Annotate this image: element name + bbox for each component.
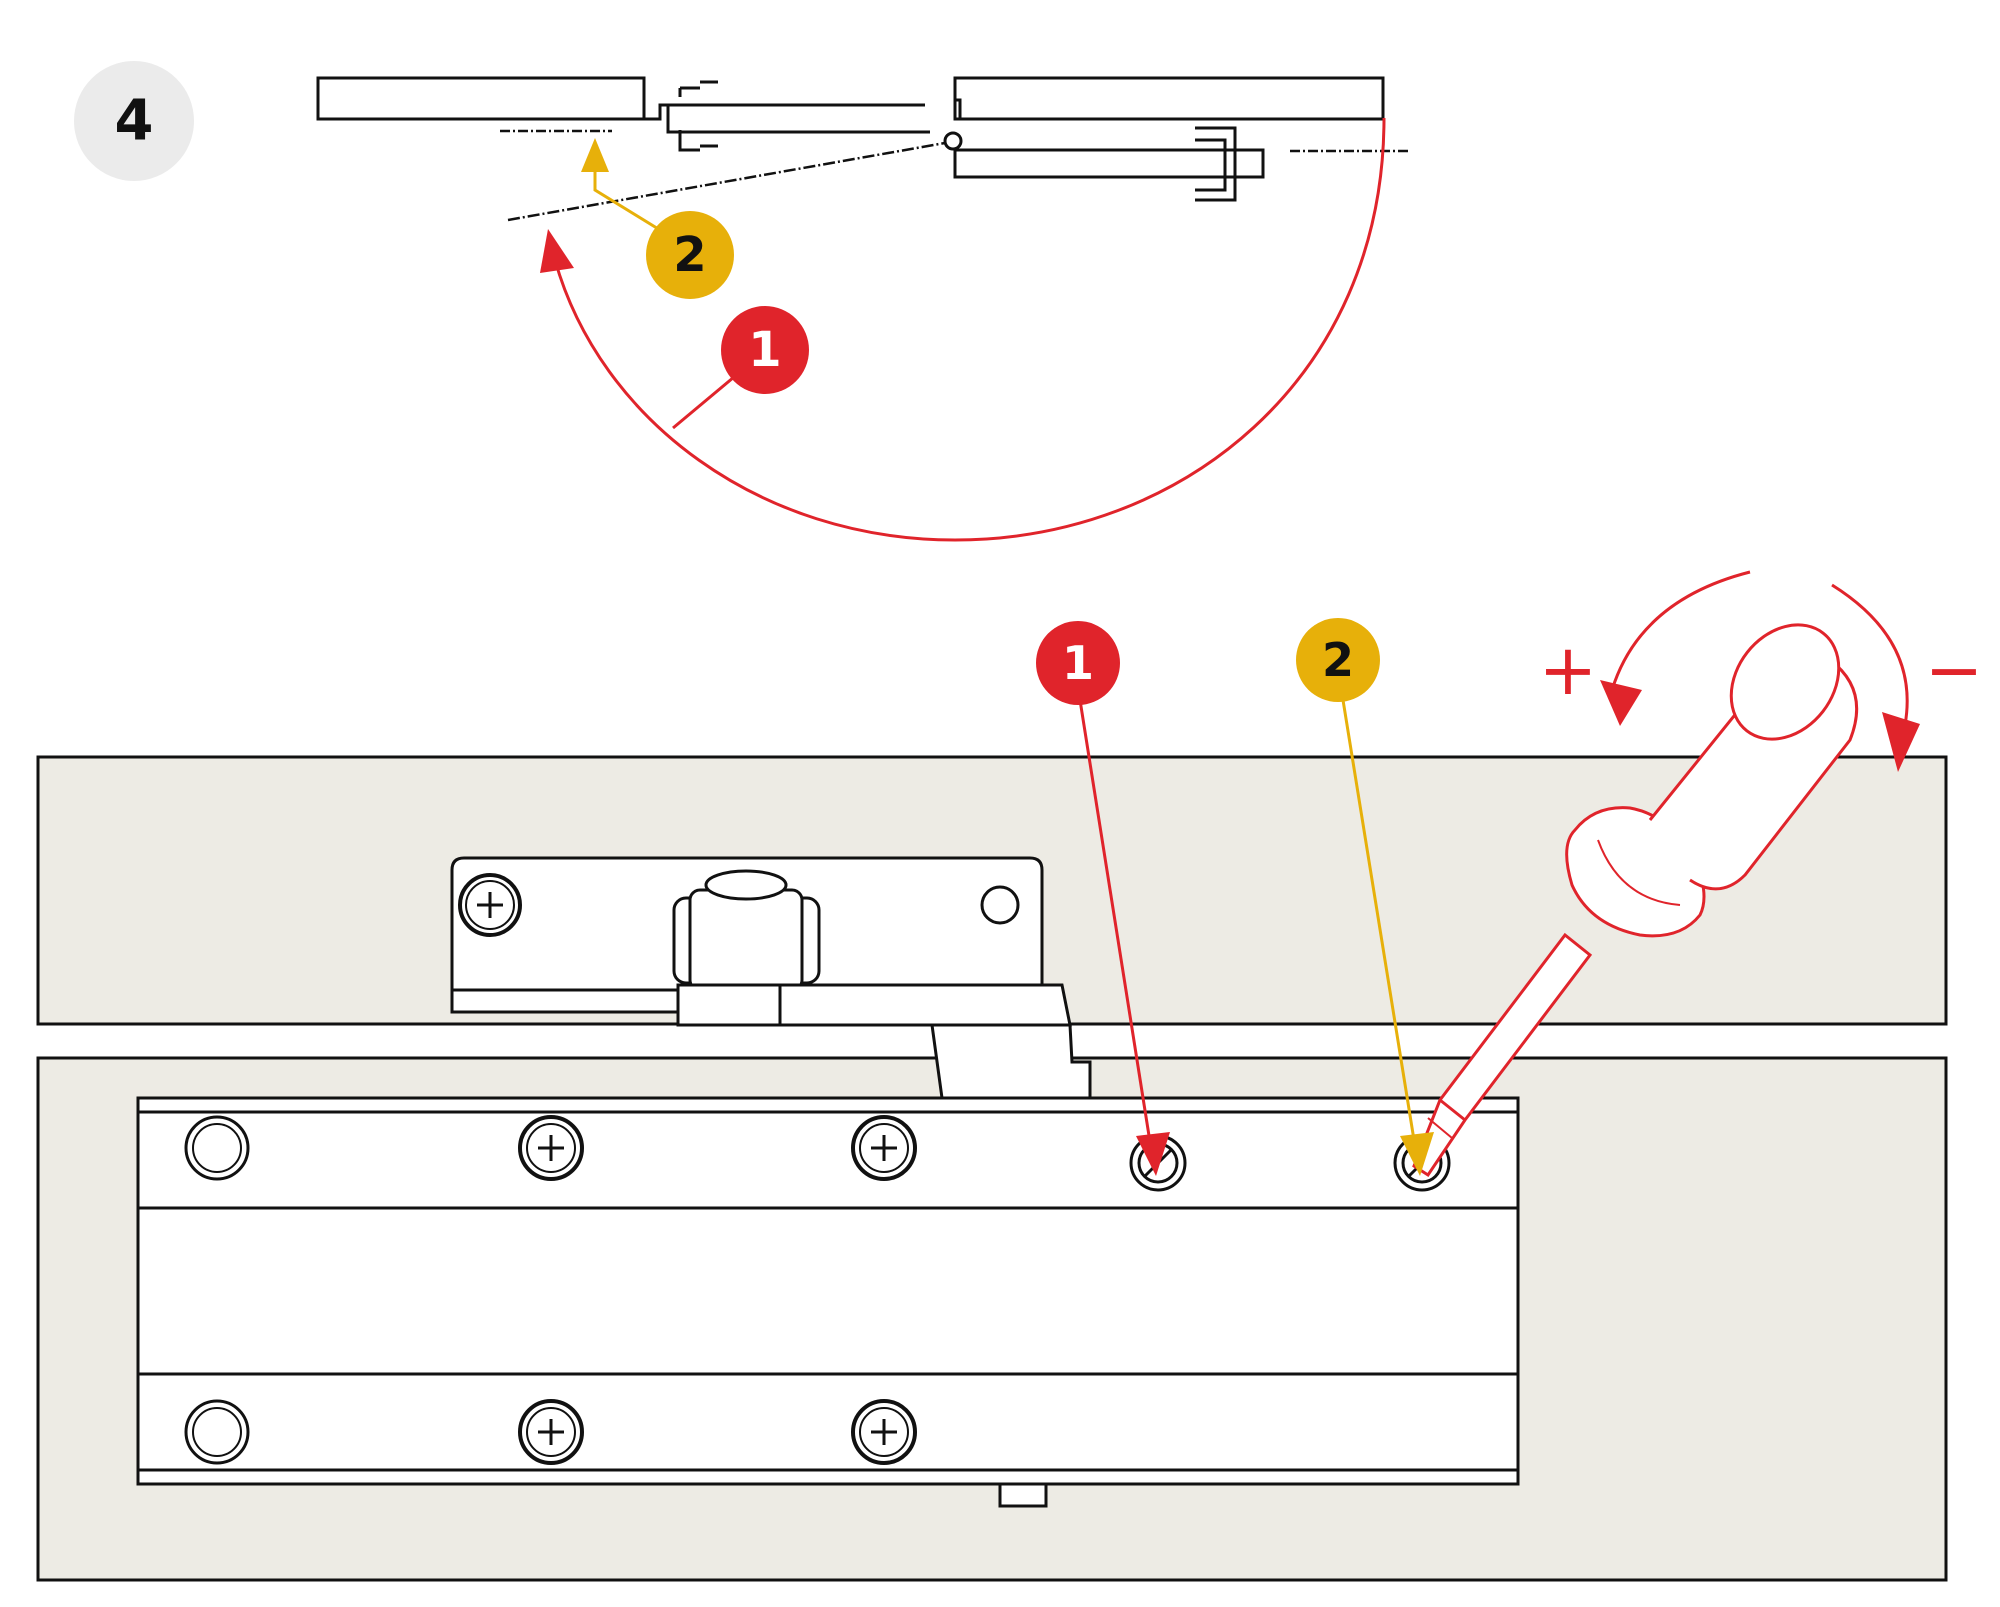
frame-profile-left [642, 100, 930, 134]
door-open-line [507, 141, 946, 222]
closer-arm [676, 983, 1072, 1027]
body-hole-bottom-left [184, 1399, 250, 1465]
body-hole-top-left [184, 1115, 250, 1181]
closer-body [136, 1096, 1520, 1486]
closer-elevation-view: + − 1 2 [36, 570, 1984, 1582]
arm-pivot-cap [704, 869, 788, 901]
body-screw-icon [518, 1399, 584, 1465]
arm-pivot-core [688, 888, 804, 992]
valve-one-arrowhead [1136, 1132, 1170, 1176]
swing-arc [553, 117, 1386, 542]
bracket-dash-b [678, 130, 718, 152]
body-screw-icon [851, 1399, 917, 1465]
step-number: 4 [115, 89, 154, 154]
frame-step-right [955, 98, 962, 119]
rotate-minus-arrowhead [1882, 712, 1920, 772]
door-leaf-closed [953, 148, 1265, 179]
callout-latch-badge: 2 [646, 211, 734, 299]
pivot-point [943, 131, 963, 151]
callout-swing-badge: 1 [721, 306, 809, 394]
bracket-dash-a [678, 80, 718, 97]
valve-two-leader [1341, 699, 1416, 1141]
step-badge: 4 [74, 61, 194, 181]
callout-valve-two-number: 2 [1322, 633, 1354, 687]
body-screw-icon [518, 1115, 584, 1181]
bracket-right [1195, 126, 1237, 202]
valve-two-arrowhead [1400, 1132, 1434, 1176]
bracket-screw-icon [458, 873, 522, 937]
arm-drop-link [930, 1023, 1092, 1100]
swing-arrowhead [540, 229, 574, 273]
rotate-minus-arc [1831, 583, 1909, 726]
wall-slab-right [953, 76, 1385, 121]
door-plan-view: 1 2 [316, 76, 1410, 542]
callout-latch-number: 2 [673, 227, 706, 283]
rotate-plus-arrowhead [1600, 680, 1642, 726]
body-screw-icon [851, 1115, 917, 1181]
rotate-plus-arc [1610, 570, 1751, 691]
valve-one-leader [1078, 699, 1152, 1143]
callout-valve-one-number: 1 [1062, 636, 1094, 690]
bracket-hole [980, 885, 1020, 925]
wall-slab-left [316, 76, 646, 121]
minus-sign: − [1925, 629, 1984, 711]
plus-sign: + [1539, 629, 1598, 711]
callout-valve-one-badge: 1 [1036, 621, 1120, 705]
callout-valve-two-badge: 2 [1296, 618, 1380, 702]
closer-tab [998, 1482, 1048, 1508]
callout-swing-number: 1 [748, 322, 781, 378]
swing-leader [672, 370, 741, 430]
latch-arrowhead [581, 138, 609, 172]
screwdriver-icon [1412, 623, 1859, 1178]
